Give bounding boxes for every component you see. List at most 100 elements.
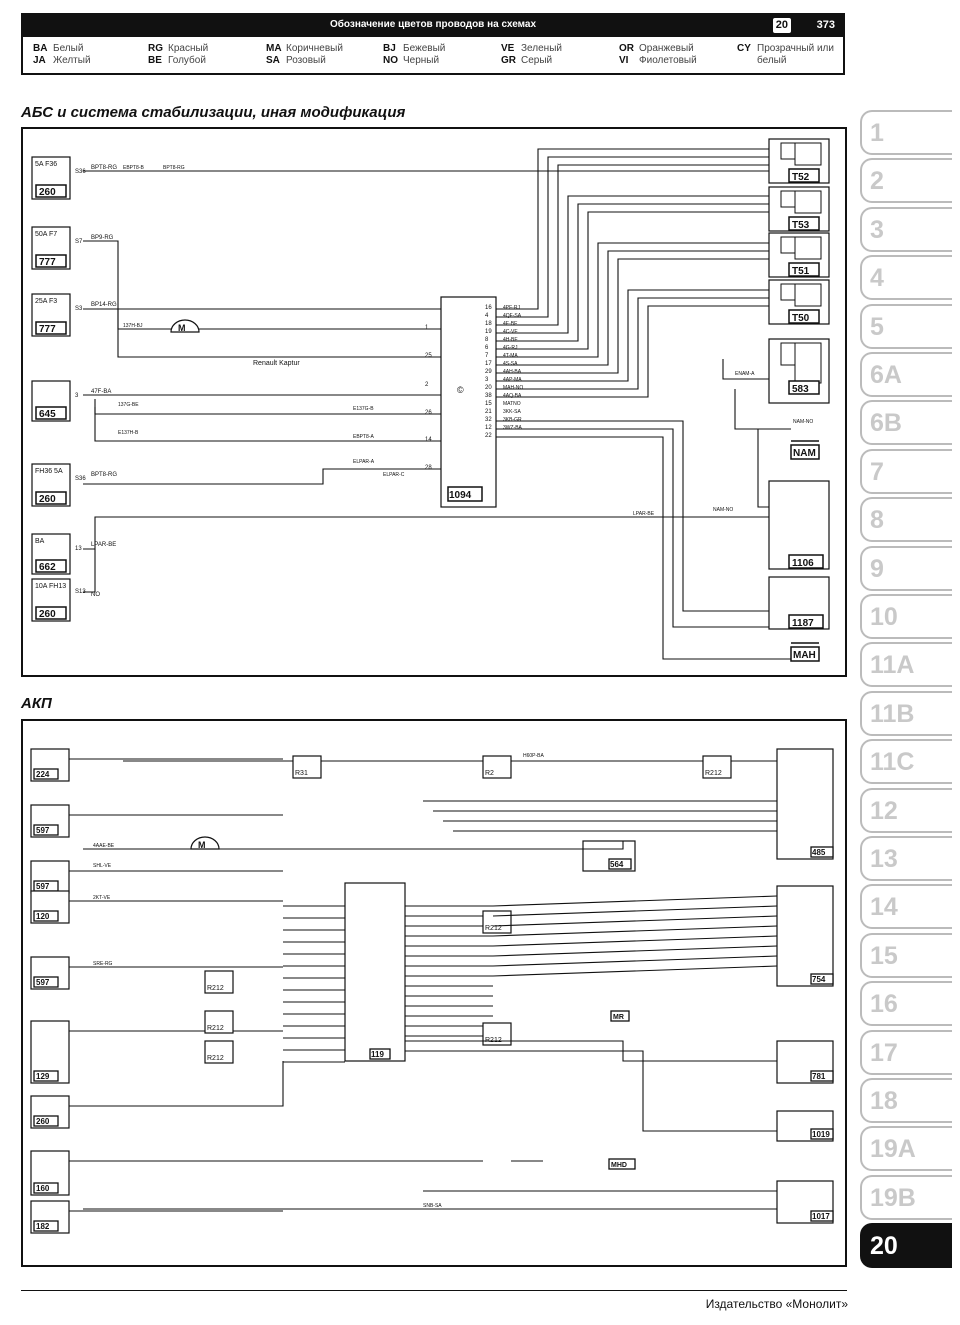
component-number: 224 xyxy=(36,770,50,779)
component-number: 597 xyxy=(36,978,50,987)
color-code: GR xyxy=(501,55,516,66)
component-number: T52 xyxy=(792,172,810,183)
wire-label: 4AAE-BE xyxy=(93,843,115,849)
color-code: VE xyxy=(501,43,515,54)
footer-divider xyxy=(21,1290,847,1291)
component-number: T53 xyxy=(792,220,810,231)
ecu-119 xyxy=(344,882,406,1062)
tab-chapter-3[interactable]: 3 xyxy=(860,206,952,252)
wire xyxy=(722,359,769,380)
tab-label: 9 xyxy=(870,554,884,583)
tab-chapter-11C[interactable]: 11C xyxy=(860,739,952,785)
tab-chapter-6B[interactable]: 6B xyxy=(860,400,952,446)
tab-chapter-14[interactable]: 14 xyxy=(860,884,952,930)
wire xyxy=(94,399,441,415)
wire-label: BP14-RG xyxy=(91,302,117,308)
relay-box xyxy=(204,1010,234,1034)
legend-header: Обозначение цветов проводов на схемах 20… xyxy=(23,15,843,37)
tab-chapter-15[interactable]: 15 xyxy=(860,932,952,978)
tab-chapter-5[interactable]: 5 xyxy=(860,303,952,349)
component-number-box xyxy=(608,858,632,870)
wire-label: NAM-NO xyxy=(793,419,813,425)
tab-chapter-11A[interactable]: 11A xyxy=(860,642,952,688)
tab-chapter-11B[interactable]: 11B xyxy=(860,690,952,736)
relay-box xyxy=(702,755,732,779)
component-number-box xyxy=(35,406,67,420)
wire xyxy=(117,309,441,358)
wire-label: 4AH-BA xyxy=(503,369,522,375)
component-number: T51 xyxy=(792,266,810,277)
tab-chapter-16[interactable]: 16 xyxy=(860,981,952,1027)
component-number-box xyxy=(447,486,483,502)
wire-label: 4G-RJ xyxy=(503,345,518,351)
wire xyxy=(496,289,769,382)
component-number-box xyxy=(35,254,67,268)
component-number-box xyxy=(788,554,824,569)
tab-chapter-8[interactable]: 8 xyxy=(860,497,952,543)
wire xyxy=(496,211,769,350)
tab-chapter-18[interactable]: 18 xyxy=(860,1078,952,1123)
pin-label: S13 xyxy=(75,589,86,595)
sensor-symbol xyxy=(794,236,822,260)
tab-chapter-19B[interactable]: 19B xyxy=(860,1174,952,1220)
tab-chapter-9[interactable]: 9 xyxy=(860,545,952,591)
color-name: Оранжевый xyxy=(639,43,694,54)
tab-chapter-13[interactable]: 13 xyxy=(860,836,952,881)
component-number-box xyxy=(35,491,67,505)
wire xyxy=(83,468,441,485)
tab-label: 7 xyxy=(870,457,884,486)
wire xyxy=(496,305,769,398)
wire xyxy=(94,407,441,442)
tab-label: 2 xyxy=(870,167,884,196)
wire-label: 2KT-VE xyxy=(93,895,111,901)
color-name: Прозрачный или белый xyxy=(757,43,834,66)
tab-chapter-1[interactable]: 1 xyxy=(860,110,952,155)
wire-label: 4AQ-BA xyxy=(503,393,522,399)
tab-label: 5 xyxy=(870,312,884,341)
tab-chapter-17[interactable]: 17 xyxy=(860,1029,952,1075)
pin-number: 2 xyxy=(425,382,429,388)
tab-chapter-10[interactable]: 10 xyxy=(860,594,952,639)
component-number: 485 xyxy=(812,848,826,857)
connector-pins xyxy=(780,142,796,160)
wire xyxy=(83,1061,284,1107)
tab-label: 11A xyxy=(870,651,915,680)
wire-label: BPT8-RG xyxy=(91,472,117,478)
wire-label: 3KK-SA xyxy=(503,409,521,415)
component-number: 260 xyxy=(36,1117,50,1126)
wire-label: ENAM-A xyxy=(735,371,755,377)
wire-label: SNB-SA xyxy=(423,1203,442,1209)
tab-chapter-12[interactable]: 12 xyxy=(860,787,952,833)
tab-chapter-4[interactable]: 4 xyxy=(860,255,952,301)
wire xyxy=(83,240,441,330)
component-number: 120 xyxy=(36,912,50,921)
component-number: 597 xyxy=(36,882,50,891)
akp-section-title: АКП xyxy=(21,695,52,712)
tab-chapter-7[interactable]: 7 xyxy=(860,448,952,494)
component-block xyxy=(776,885,834,987)
component-number: 645 xyxy=(39,409,56,420)
wire-label: 4QF-SA xyxy=(503,313,522,319)
tab-chapter-20[interactable]: 20 xyxy=(860,1223,952,1269)
tab-label: 4 xyxy=(870,264,884,293)
tab-label: 17 xyxy=(870,1038,898,1067)
component-number-box xyxy=(810,1210,834,1222)
fuse-label: 10A FH13 xyxy=(35,583,66,590)
component-number: 597 xyxy=(36,826,50,835)
color-name: Красный xyxy=(168,43,209,54)
tab-chapter-19A[interactable]: 19A xyxy=(860,1126,952,1172)
tab-chapter-6A[interactable]: 6A xyxy=(860,352,952,397)
tab-label: 8 xyxy=(870,506,884,535)
component-number-box xyxy=(790,646,820,662)
wire xyxy=(496,148,769,310)
relay-label: R212 xyxy=(207,1055,224,1062)
wire-label: 4AP-MA xyxy=(503,377,522,383)
component-number-box xyxy=(610,1010,630,1022)
tab-chapter-2[interactable]: 2 xyxy=(860,158,952,204)
wire-label: ELPAR-A xyxy=(353,459,375,465)
pin-number: 3 xyxy=(485,377,489,383)
